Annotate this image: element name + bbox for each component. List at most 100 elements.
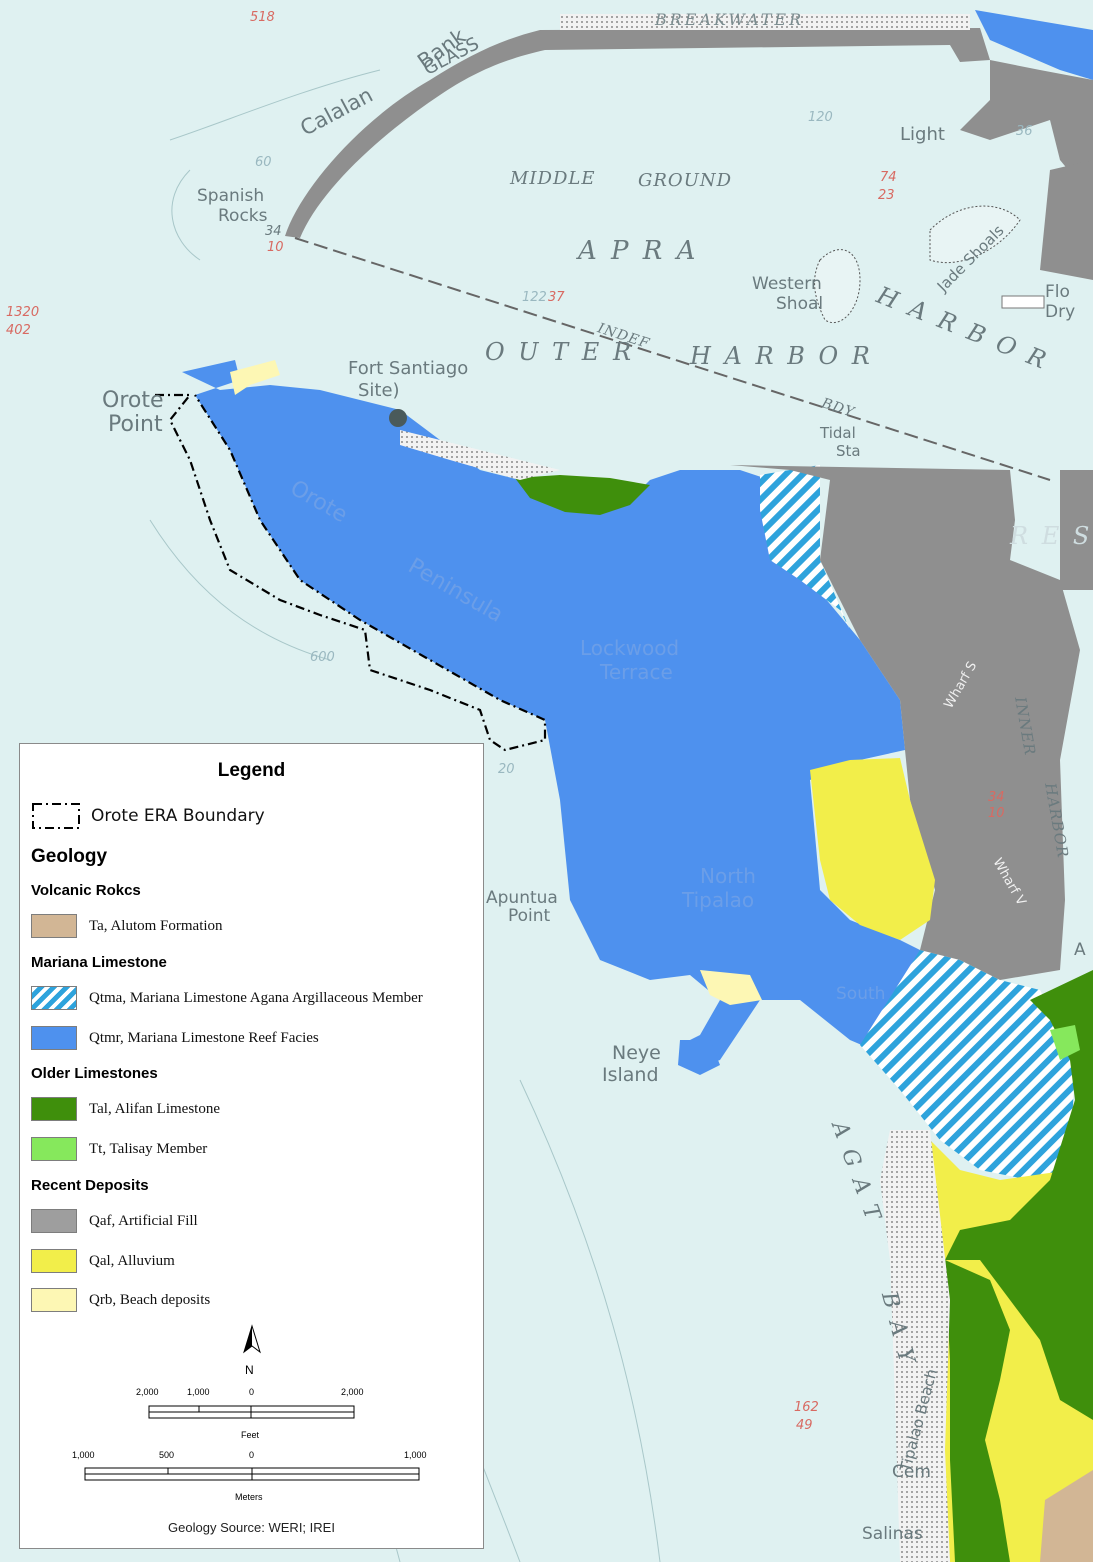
boundary-swatch <box>32 803 80 829</box>
legend-item-qaf: Qaf, Artificial Fill <box>31 1209 198 1233</box>
legend-boundary-row: Orote ERA Boundary <box>31 803 265 829</box>
qrb-swatch <box>31 1288 77 1312</box>
qtma-south <box>860 950 1075 1180</box>
depth-34: 34 <box>265 224 282 239</box>
qaf-top-right <box>960 60 1093 200</box>
legend-heading-recent: Recent Deposits <box>31 1177 149 1194</box>
feet-tick-0: 2,000 <box>136 1387 159 1397</box>
feet-tick-3: 2,000 <box>341 1387 364 1397</box>
depth-74: 74 <box>880 170 897 185</box>
qaf-label: Qaf, Artificial Fill <box>89 1212 198 1229</box>
qtmr-swatch <box>31 1026 77 1050</box>
label-site: Site) <box>358 380 400 401</box>
label-cem: Cem <box>892 1462 931 1482</box>
label-western: Western <box>752 274 822 294</box>
tal-southeast <box>945 970 1093 1420</box>
legend-item-qrb: Qrb, Beach deposits <box>31 1288 210 1312</box>
feet-unit: Feet <box>241 1430 260 1440</box>
label-neye: Neye <box>612 1042 661 1064</box>
legend-heading-older: Older Limestones <box>31 1065 158 1082</box>
jade-shoals <box>929 205 1021 264</box>
breakwater-fill <box>285 28 990 238</box>
qaf-port <box>730 465 1080 980</box>
tal-label: Tal, Alifan Limestone <box>89 1100 221 1117</box>
depth-600: 600 <box>310 650 335 665</box>
label-flo: Flo <box>1045 282 1070 302</box>
label-breakwater: BREAKWATER <box>655 10 805 29</box>
neye-island <box>678 1040 720 1075</box>
label-terrace: Terrace <box>600 660 673 684</box>
depth-34b: 34 <box>988 790 1005 805</box>
map-legend: Legend Orote ERA Boundary Geology Volcan… <box>19 743 484 1549</box>
qtmr-orote-peninsula <box>182 360 930 1070</box>
tal-southwest <box>945 1260 1010 1562</box>
tal-peninsula <box>515 475 650 515</box>
depth-162: 162 <box>794 1400 819 1415</box>
depth-10b: 10 <box>988 806 1005 821</box>
label-spanish: Spanish <box>197 186 265 206</box>
label-tidal: Tidal <box>820 424 856 442</box>
label-lockwood: Lockwood <box>580 636 680 660</box>
coast-dots <box>880 1130 950 1562</box>
depth-60: 60 <box>255 155 272 170</box>
legend-item-tal: Tal, Alifan Limestone <box>31 1097 220 1121</box>
legend-geology-heading: Geology <box>31 846 108 867</box>
label-north: North <box>700 864 756 888</box>
qaf-right-pier <box>1040 160 1093 280</box>
depth-402: 402 <box>6 323 31 338</box>
ta-swatch <box>31 914 77 938</box>
label-res: R E S <box>1010 522 1093 550</box>
depth-518: 518 <box>250 10 275 25</box>
label-apuntua-point: Point <box>508 906 551 926</box>
qtma-north <box>760 465 850 630</box>
feet-tick-1: 1,000 <box>187 1387 210 1397</box>
depth-1320: 1320 <box>6 305 40 320</box>
orote-era-boundary <box>155 393 547 752</box>
legend-item-qtma: Qtma, Mariana Limestone Agana Argillaceo… <box>31 986 423 1010</box>
depth-20: 20 <box>498 762 515 777</box>
label-island: Island <box>602 1064 659 1086</box>
legend-title: Legend <box>217 760 286 781</box>
legend-item-qal: Qal, Alluvium <box>31 1249 175 1273</box>
breakwater-dots <box>560 14 970 30</box>
qtma-swatch <box>31 986 77 1010</box>
meters-tick-1: 500 <box>159 1450 175 1460</box>
label-ground: GROUND <box>638 170 733 191</box>
legend-item-tt: Tt, Talisay Member <box>31 1137 207 1161</box>
floating-dry-dock <box>1001 295 1045 309</box>
ta-southeast <box>1040 1470 1093 1562</box>
qrb-orote <box>230 360 280 395</box>
label-south: South <box>836 984 886 1004</box>
legend-item-ta: Ta, Alutom Formation <box>31 914 223 938</box>
label-harbor-mid: H A R B O R <box>690 342 873 370</box>
label-a-right: A <box>1074 940 1086 960</box>
boundary-label: Orote ERA Boundary <box>91 806 265 826</box>
depth-36: 36 <box>1016 124 1033 139</box>
qal-central <box>810 758 935 940</box>
label-dry: Dry <box>1045 302 1076 322</box>
depth-23: 23 <box>878 188 895 203</box>
coast-dots-north <box>400 430 560 480</box>
legend-heading-volcanic: Volcanic Rokcs <box>31 882 141 899</box>
label-apra: A P R A <box>578 236 699 266</box>
depth-37: 37 <box>548 290 565 305</box>
meters-tick-2: 0 <box>249 1450 255 1460</box>
label-middle: MIDDLE <box>510 168 596 189</box>
label-light: Light <box>900 124 945 145</box>
feet-scale-bar <box>148 1405 355 1419</box>
label-shoal: Shoal <box>776 294 824 314</box>
tt-patch <box>1050 1025 1080 1060</box>
feet-tick-2: 0 <box>249 1387 255 1397</box>
harbor-boundary-line <box>294 237 1051 481</box>
label-apuntua: Apuntua <box>486 888 558 908</box>
meters-scale-bar <box>84 1467 420 1481</box>
depth-120: 120 <box>808 110 833 125</box>
tt-swatch <box>31 1137 77 1161</box>
label-rocks: Rocks <box>218 206 268 226</box>
meters-unit: Meters <box>235 1492 263 1502</box>
qrb-neye <box>700 970 762 1005</box>
north-arrow-icon <box>243 1324 261 1354</box>
qaf-swatch <box>31 1209 77 1233</box>
qtmr-top-right <box>975 10 1093 80</box>
